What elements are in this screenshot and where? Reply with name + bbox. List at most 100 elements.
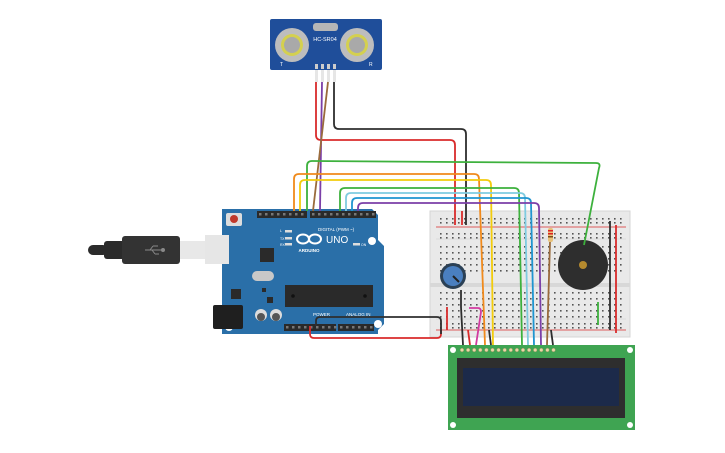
breadboard-hole[interactable] [464,264,466,266]
breadboard-hole[interactable] [470,323,472,325]
breadboard-hole[interactable] [440,222,442,224]
breadboard-hole[interactable] [452,222,454,224]
breadboard-hole[interactable] [578,310,580,312]
breadboard-hole[interactable] [452,246,454,248]
breadboard-hole[interactable] [602,218,604,220]
breadboard-hole[interactable] [566,218,568,220]
breadboard-hole[interactable] [542,258,544,260]
wire-lcd-led[interactable] [546,241,551,346]
breadboard-hole[interactable] [488,237,490,239]
breadboard-hole[interactable] [518,233,520,235]
lcd-pin-d2[interactable] [508,348,513,353]
breadboard-hole[interactable] [476,218,478,220]
breadboard-hole[interactable] [494,246,496,248]
header-pin[interactable] [336,213,339,216]
breadboard-hole[interactable] [452,304,454,306]
breadboard-hole[interactable] [608,264,610,266]
breadboard-hole[interactable] [590,316,592,318]
breadboard-hole[interactable] [494,233,496,235]
breadboard-hole[interactable] [560,252,562,254]
breadboard-hole[interactable] [470,233,472,235]
breadboard-hole[interactable] [458,323,460,325]
breadboard-hole[interactable] [572,292,574,294]
breadboard-hole[interactable] [572,310,574,312]
breadboard-hole[interactable] [446,222,448,224]
breadboard-hole[interactable] [494,222,496,224]
lcd-pin-v0[interactable] [472,348,477,353]
breadboard-hole[interactable] [518,310,520,312]
breadboard-hole[interactable] [554,323,556,325]
breadboard-hole[interactable] [602,237,604,239]
header-pin[interactable] [277,213,280,216]
breadboard-hole[interactable] [494,252,496,254]
header-pin[interactable] [298,326,301,329]
wires[interactable] [293,81,617,346]
analog-header[interactable] [338,324,374,331]
breadboard-hole[interactable] [530,298,532,300]
breadboard-hole[interactable] [620,323,622,325]
lcd-pin-led[interactable] [551,348,556,353]
breadboard-hole[interactable] [440,270,442,272]
breadboard-hole[interactable] [578,218,580,220]
breadboard-hole[interactable] [536,327,538,329]
breadboard-hole[interactable] [470,316,472,318]
breadboard-hole[interactable] [488,246,490,248]
breadboard-hole[interactable] [524,252,526,254]
breadboard-hole[interactable] [542,304,544,306]
breadboard-hole[interactable] [524,233,526,235]
header-pin[interactable] [324,213,327,216]
breadboard-hole[interactable] [548,316,550,318]
breadboard-hole[interactable] [554,222,556,224]
breadboard-hole[interactable] [578,237,580,239]
breadboard-hole[interactable] [536,258,538,260]
breadboard-hole[interactable] [452,218,454,220]
breadboard-hole[interactable] [476,316,478,318]
breadboard-hole[interactable] [488,304,490,306]
breadboard-hole[interactable] [512,310,514,312]
breadboard-hole[interactable] [530,270,532,272]
breadboard-hole[interactable] [572,218,574,220]
breadboard-hole[interactable] [482,218,484,220]
breadboard-hole[interactable] [620,292,622,294]
breadboard-hole[interactable] [452,323,454,325]
breadboard-hole[interactable] [458,222,460,224]
breadboard-hole[interactable] [554,218,556,220]
breadboard-hole[interactable] [620,233,622,235]
header-pin[interactable] [366,213,369,216]
breadboard-hole[interactable] [578,327,580,329]
breadboard-hole[interactable] [608,237,610,239]
breadboard-hole[interactable] [602,222,604,224]
breadboard-hole[interactable] [446,218,448,220]
breadboard-hole[interactable] [518,237,520,239]
header-pin[interactable] [328,326,331,329]
breadboard-hole[interactable] [584,304,586,306]
wire-lcd-gnd[interactable] [460,306,464,346]
breadboard-hole[interactable] [446,292,448,294]
breadboard-hole[interactable] [488,316,490,318]
breadboard-hole[interactable] [506,252,508,254]
lcd-pin-gnd[interactable] [460,348,465,353]
breadboard-hole[interactable] [596,304,598,306]
breadboard-hole[interactable] [608,258,610,260]
breadboard-hole[interactable] [464,292,466,294]
breadboard-hole[interactable] [620,298,622,300]
breadboard-hole[interactable] [500,246,502,248]
breadboard-hole[interactable] [590,304,592,306]
breadboard-hole[interactable] [560,233,562,235]
breadboard-hole[interactable] [620,327,622,329]
breadboard-hole[interactable] [524,310,526,312]
breadboard-hole[interactable] [470,304,472,306]
breadboard-hole[interactable] [464,252,466,254]
breadboard-hole[interactable] [500,218,502,220]
breadboard-hole[interactable] [584,310,586,312]
breadboard-hole[interactable] [536,323,538,325]
breadboard-hole[interactable] [518,246,520,248]
breadboard-hole[interactable] [578,298,580,300]
breadboard-hole[interactable] [614,222,616,224]
breadboard-hole[interactable] [602,233,604,235]
breadboard-hole[interactable] [440,298,442,300]
breadboard-hole[interactable] [506,270,508,272]
header-pin[interactable] [318,213,321,216]
breadboard-hole[interactable] [590,298,592,300]
header-pin[interactable] [304,326,307,329]
